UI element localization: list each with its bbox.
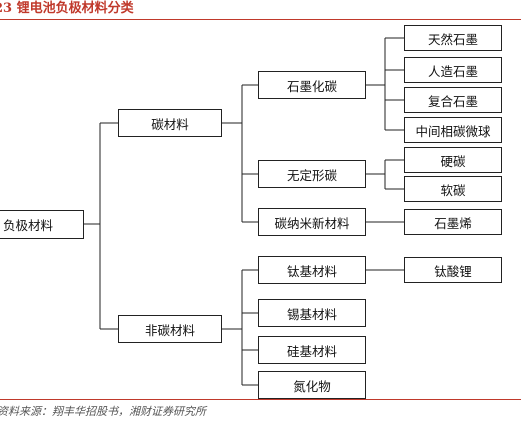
node-silicon-based: 硅基材料 <box>258 336 366 364</box>
source-note: 资料来源：翔丰华招股书，湘财证券研究所 <box>0 405 206 418</box>
node-composite-graphite: 复合石墨 <box>404 87 502 113</box>
node-tin-based: 锡基材料 <box>258 299 366 327</box>
node-lithium-titanate: 钛酸锂 <box>404 257 502 283</box>
node-anode-materials: 负极材料 <box>0 210 84 239</box>
node-soft-carbon: 软碳 <box>404 176 502 202</box>
figure-title: 23 锂电池负极材料分类 <box>0 1 134 16</box>
node-mesocarbon-microbeads: 中间相碳微球 <box>404 117 502 143</box>
node-titanium-based: 钛基材料 <box>258 256 366 284</box>
node-carbon-nano-materials: 碳纳米新材料 <box>258 208 366 236</box>
node-natural-graphite: 天然石墨 <box>404 25 502 51</box>
bottom-rule <box>0 399 521 400</box>
node-artificial-graphite: 人造石墨 <box>404 57 502 83</box>
node-graphene: 石墨烯 <box>404 209 502 235</box>
node-graphitized-carbon: 石墨化碳 <box>258 71 366 99</box>
node-amorphous-carbon: 无定形碳 <box>258 160 366 188</box>
node-carbon-materials: 碳材料 <box>118 109 222 137</box>
node-non-carbon-materials: 非碳材料 <box>118 315 222 343</box>
node-hard-carbon: 硬碳 <box>404 147 502 173</box>
title-rule <box>0 19 521 20</box>
node-nitride: 氮化物 <box>258 371 366 399</box>
